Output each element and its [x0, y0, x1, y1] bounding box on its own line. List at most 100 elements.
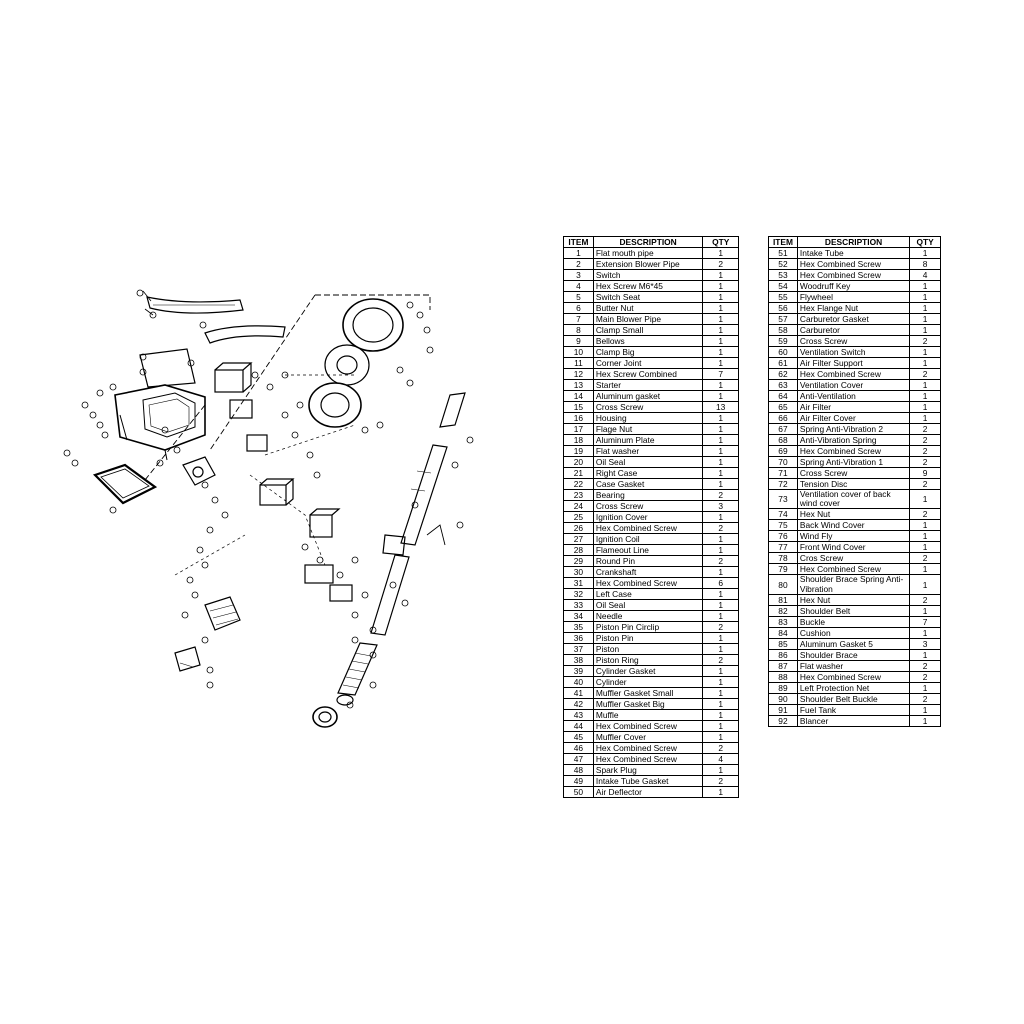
part-quantity: 1 — [909, 563, 941, 576]
fuel-tank-drawing — [92, 463, 158, 505]
part-quantity: 1 — [909, 280, 941, 292]
part-quantity: 1 — [702, 720, 739, 732]
part-description: Shoulder Brace Spring Anti-Vibration — [796, 574, 911, 595]
part-description: Ignition Cover — [592, 511, 704, 523]
part-item-number: 20 — [563, 456, 594, 468]
part-item-number: 33 — [563, 599, 594, 611]
part-item-number: 31 — [563, 577, 594, 589]
part-item-number: 9 — [563, 335, 594, 347]
part-description: Ventilation Cover — [796, 379, 911, 391]
part-quantity: 2 — [702, 522, 739, 534]
part-description: Anti-Vibration Spring — [796, 434, 911, 446]
part-description: Hex Combined Screw — [592, 577, 704, 589]
assembly-guide-lines — [174, 374, 356, 576]
part-item-number: 52 — [768, 258, 798, 270]
part-description: Hex Combined Screw — [796, 269, 911, 281]
part-item-number: 72 — [768, 478, 798, 490]
part-description: Shoulder Belt — [796, 604, 911, 617]
part-item-number: 22 — [563, 478, 594, 490]
part-description: Aluminum gasket — [592, 390, 704, 402]
part-quantity: 1 — [702, 445, 739, 457]
part-description: Muffle — [592, 709, 704, 721]
part-description: Ventilation Switch — [796, 346, 911, 358]
part-quantity: 1 — [702, 533, 739, 545]
header-description: DESCRIPTION — [592, 236, 704, 248]
part-quantity: 1 — [909, 648, 941, 661]
part-description: Flage Nut — [592, 423, 704, 435]
part-description: Hex Nut — [796, 593, 911, 606]
part-quantity: 1 — [909, 313, 941, 325]
part-item-number: 4 — [563, 280, 594, 292]
part-item-number: 59 — [768, 335, 798, 347]
part-item-number: 64 — [768, 390, 798, 402]
part-item-number: 44 — [563, 720, 594, 732]
part-item-number: 48 — [563, 764, 594, 776]
part-item-number: 8 — [563, 324, 594, 336]
part-description: Cross Screw — [592, 401, 704, 413]
part-description: Corner Joint — [592, 357, 704, 369]
part-item-number: 68 — [768, 434, 798, 446]
part-description: Hex Combined Screw — [592, 753, 704, 765]
part-description: Piston — [592, 643, 704, 655]
part-description: Cros Screw — [796, 552, 911, 565]
header-qty: QTY — [909, 236, 941, 248]
part-description: Front Wind Cover — [796, 541, 911, 554]
part-description: Muffler Gasket Small — [592, 687, 704, 699]
part-quantity: 1 — [702, 588, 739, 600]
part-quantity: 1 — [702, 412, 739, 424]
part-quantity: 2 — [909, 434, 941, 446]
part-item-number: 83 — [768, 615, 798, 628]
part-description: Flat mouth pipe — [592, 247, 704, 259]
part-description: Bearing — [592, 489, 704, 501]
part-item-number: 79 — [768, 563, 798, 576]
part-description: Carburetor Gasket — [796, 313, 911, 325]
part-quantity: 1 — [702, 335, 739, 347]
part-quantity: 2 — [909, 423, 941, 435]
part-item-number: 43 — [563, 709, 594, 721]
part-quantity: 1 — [909, 541, 941, 554]
part-quantity: 1 — [702, 544, 739, 556]
part-quantity: 1 — [702, 632, 739, 644]
part-item-number: 82 — [768, 604, 798, 617]
part-item-number: 36 — [563, 632, 594, 644]
part-description: Aluminum Plate — [592, 434, 704, 446]
part-item-number: 30 — [563, 566, 594, 578]
part-description: Hex Screw Combined — [592, 368, 704, 380]
part-item-number: 85 — [768, 637, 798, 650]
part-quantity: 2 — [702, 258, 739, 270]
part-description: Hex Flange Nut — [796, 302, 911, 314]
part-description: Hex Screw M6*45 — [592, 280, 704, 292]
part-description: Piston Pin Circlip — [592, 621, 704, 633]
part-item-number: 89 — [768, 681, 798, 694]
